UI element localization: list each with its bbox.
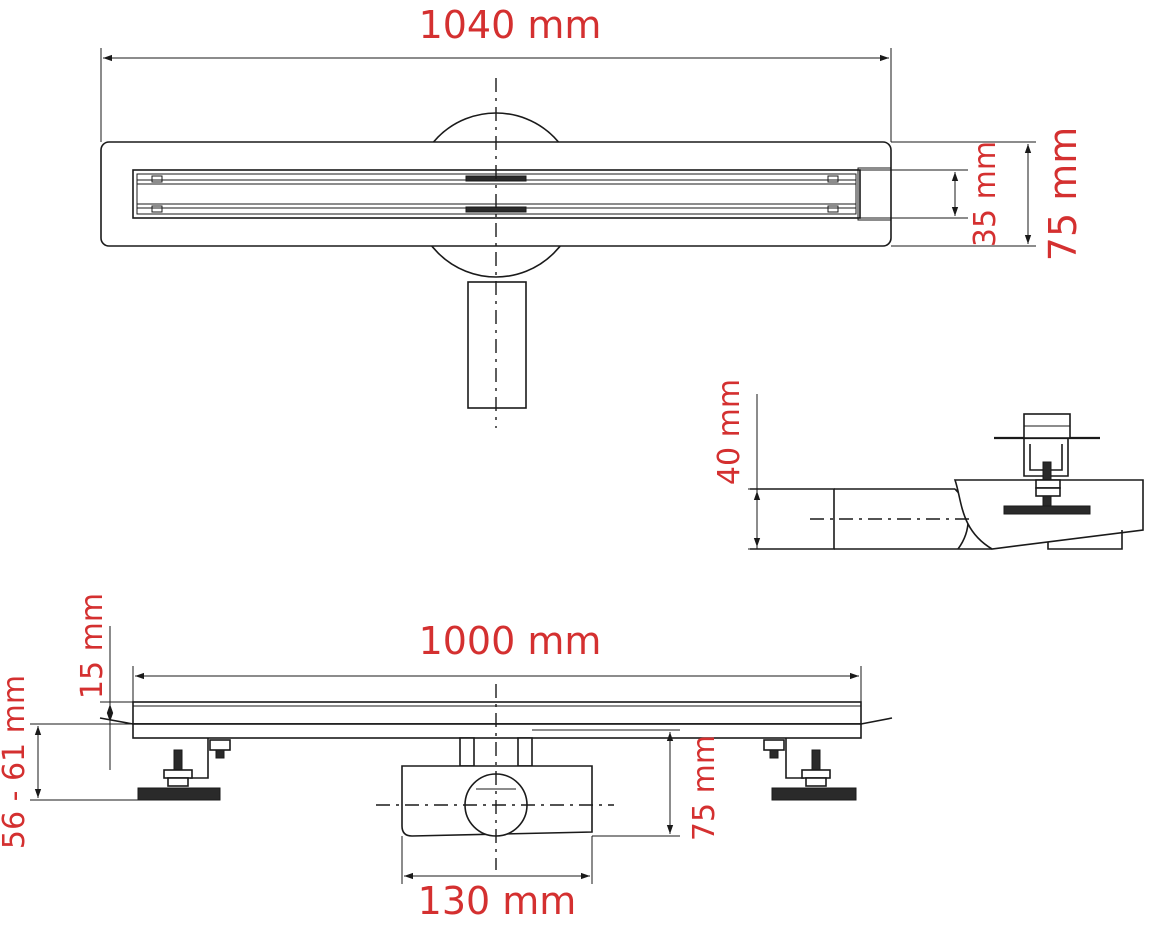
side-view: 40 mm [712,379,1144,550]
dim-overall-width: 75 mm [1041,127,1085,261]
top-view: 1040 mm 35 mm 75 mm [100,3,1085,428]
dim-siphon-height: 75 mm [687,735,722,841]
outlet-pipe [467,281,527,409]
dim-grate-width: 35 mm [968,141,1003,247]
dim-grate-height: 15 mm [75,593,110,699]
dim-outlet-height: 40 mm [712,379,747,485]
dim-siphon-width: 130 mm [418,879,577,923]
dim-channel-length: 1000 mm [419,619,602,663]
dim-adjustable-height: 56 - 61 mm [0,675,32,849]
front-view: 1000 mm 15 mm 56 - 61 mm 75 mm 130 mm [0,593,893,923]
dim-total-length: 1040 mm [419,3,602,47]
front-grate [132,701,862,725]
